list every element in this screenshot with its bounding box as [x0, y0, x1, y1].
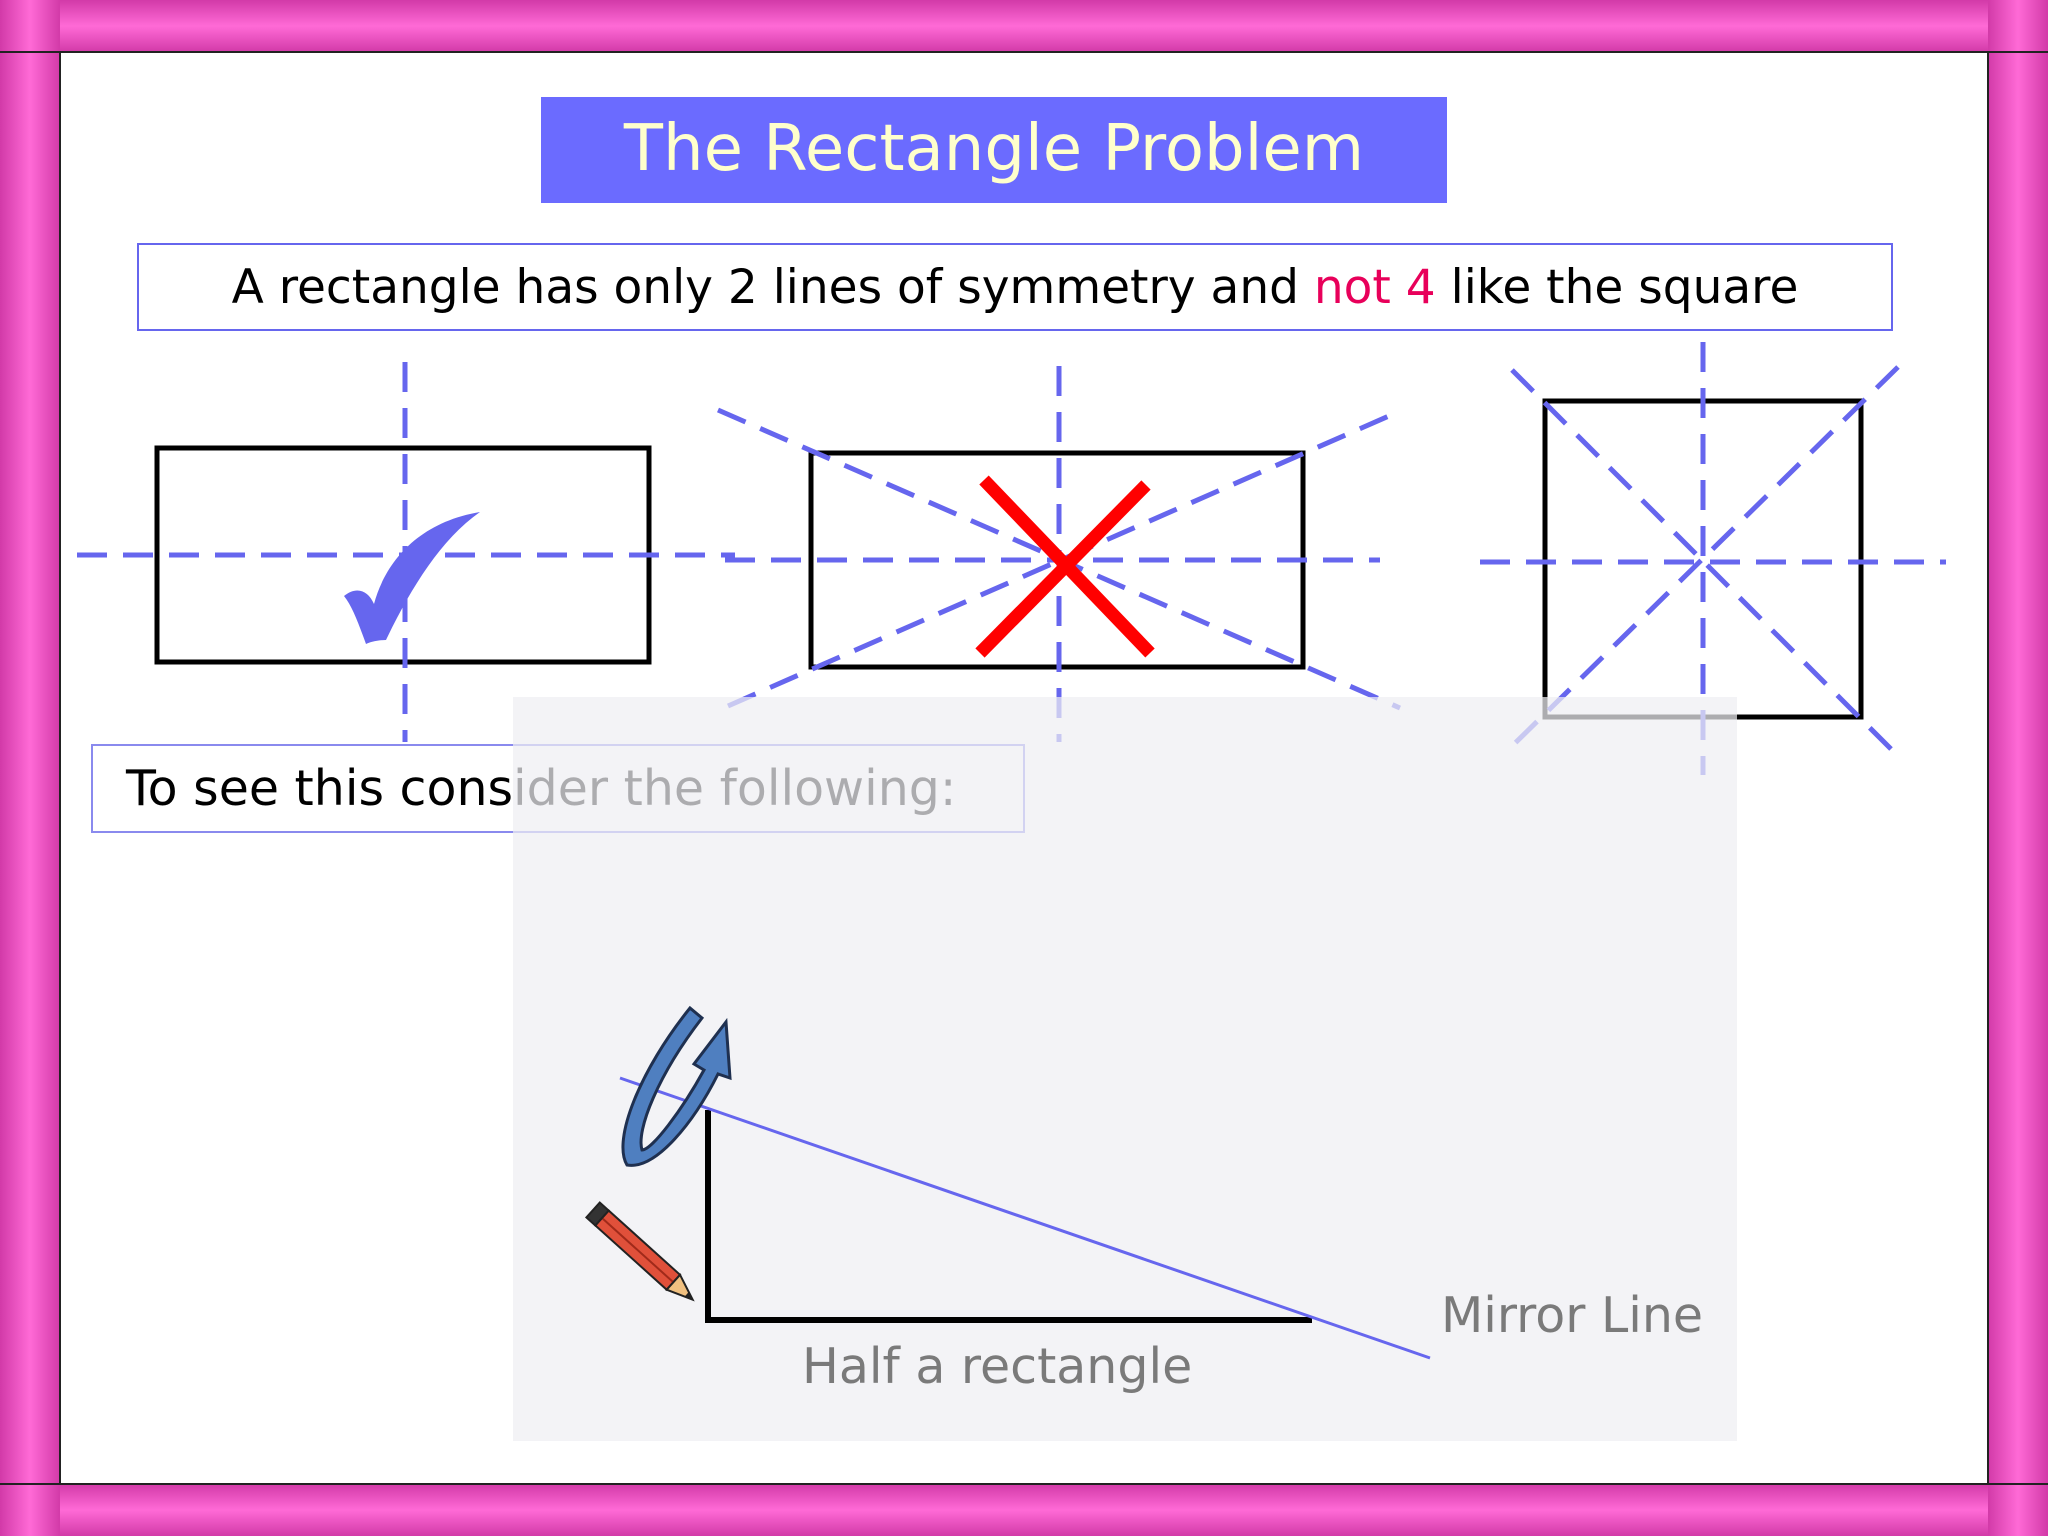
red-cross-icon: [975, 475, 1155, 658]
half-rectangle-label: Half a rectangle: [802, 1338, 1192, 1395]
statement-text: A rectangle has only 2 lines of symmetry…: [232, 260, 1799, 315]
rotation-arrow-icon: [621, 1005, 732, 1167]
mirror-line: [619, 1076, 1431, 1360]
half-rectangle-demo: Mirror Line Half a rectangle: [584, 1005, 1703, 1395]
statement-box: A rectangle has only 2 lines of symmetry…: [137, 243, 1893, 331]
mirror-line-label: Mirror Line: [1441, 1287, 1703, 1344]
statement-highlight: not 4: [1314, 260, 1436, 315]
check-mark-icon: [344, 512, 480, 644]
rectangle-incorrect: [716, 366, 1402, 742]
title-banner: The Rectangle Problem: [541, 97, 1447, 203]
pencil-icon: [584, 1201, 695, 1302]
page-title: The Rectangle Problem: [623, 112, 1364, 186]
rectangle-correct: [77, 362, 735, 742]
